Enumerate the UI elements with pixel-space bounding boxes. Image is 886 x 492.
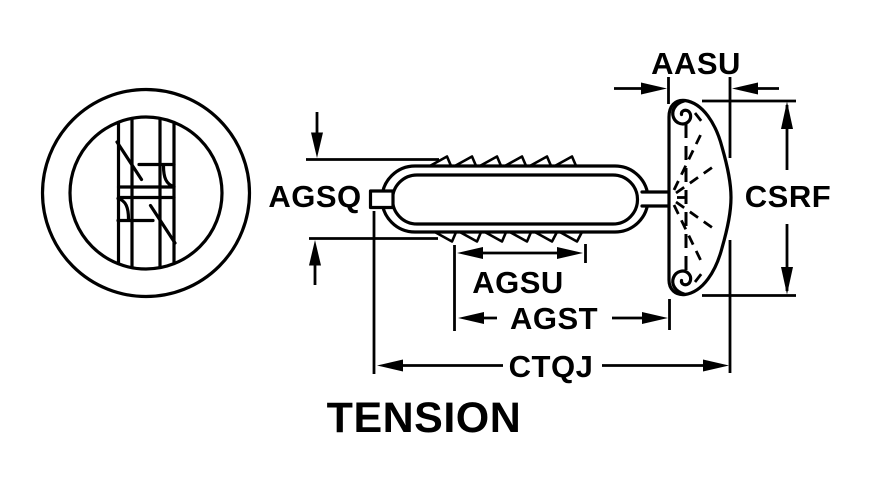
head-rib-hidden [672, 204, 704, 264]
dimension-agst: AGST [458, 299, 671, 336]
dimension-ctqj: CTQJ [372, 211, 729, 384]
arrowhead-up-icon [781, 101, 793, 129]
dimension-aasu: AASU [614, 46, 779, 373]
head-rib-hidden [672, 131, 704, 191]
head-bottom-curl [671, 269, 693, 296]
neck-channel [641, 190, 669, 208]
head-rib-hidden [675, 200, 718, 233]
arrowhead-left-icon [457, 247, 483, 259]
head-rib-hidden [675, 162, 718, 195]
lower-diagonal [148, 203, 177, 245]
front-view-leg-detail [115, 116, 177, 270]
arrowhead-down-icon [781, 267, 793, 295]
tip-tab [368, 189, 395, 210]
dimension-agsq: AGSQ [268, 112, 439, 285]
drawing-title: TENSION [327, 394, 522, 442]
dimension-label-agst: AGST [510, 301, 598, 336]
upper-fillet [161, 164, 176, 189]
dimension-label-agsq: AGSQ [268, 179, 361, 214]
arrowhead-right-icon [557, 247, 583, 259]
arrowhead-left-icon [732, 82, 758, 95]
arrowhead-up-icon [309, 240, 321, 266]
serrations-top [426, 155, 578, 169]
arrowhead-right-icon [703, 359, 729, 372]
upper-diagonal [115, 140, 144, 182]
arrowhead-left-icon [377, 359, 403, 372]
dimension-label-csrf: CSRF [745, 179, 831, 214]
front-view-inner-rim [68, 115, 224, 271]
lower-fillet [116, 196, 131, 221]
arrowhead-left-icon [458, 312, 484, 324]
dimension-label-aasu: AASU [651, 46, 741, 81]
dimension-csrf: CSRF [702, 99, 831, 297]
dimension-label-agsu: AGSU [472, 265, 564, 300]
shank-inner-outline [390, 173, 640, 226]
shank-outer-outline [380, 164, 650, 234]
dimension-agsu: AGSU [453, 244, 587, 331]
front-view-outer-rim [40, 87, 252, 299]
head-rib-hidden [693, 112, 704, 123]
side-view [368, 98, 733, 297]
head-rib-hidden [693, 272, 704, 283]
front-view [40, 87, 252, 299]
arrowhead-down-icon [311, 132, 323, 158]
arrowhead-right-icon [642, 312, 668, 324]
arrowhead-right-icon [641, 82, 667, 95]
head [667, 98, 733, 297]
dimension-label-ctqj: CTQJ [509, 349, 594, 384]
head-top-curl [671, 99, 693, 126]
